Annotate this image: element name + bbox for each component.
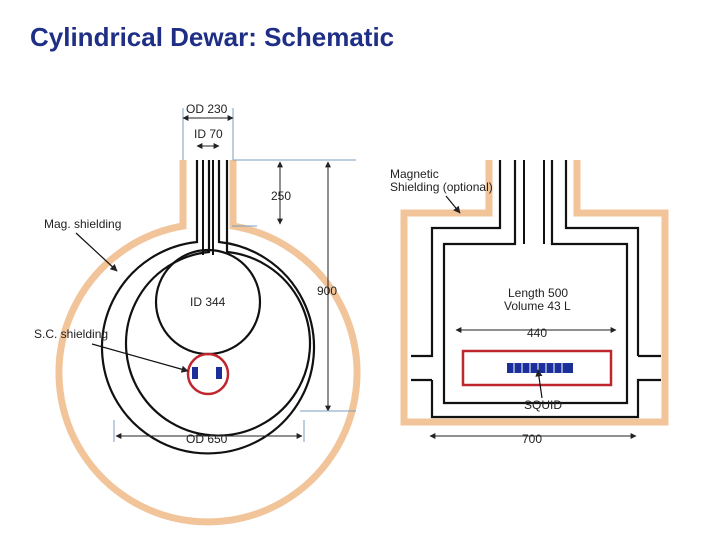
squid-array bbox=[507, 363, 573, 373]
side-outer-shield bbox=[400, 160, 669, 426]
sc-shielding-ring bbox=[186, 352, 230, 396]
magnetic-shielding-leader bbox=[445, 195, 461, 214]
label-250: 250 bbox=[271, 189, 291, 203]
squid-leader bbox=[535, 369, 543, 399]
side-inner-vessel bbox=[442, 160, 629, 405]
outer-magnetic-shield bbox=[55, 160, 361, 526]
label-700: 700 bbox=[522, 432, 542, 446]
label-id70: ID 70 bbox=[194, 127, 223, 141]
mag-shielding-leader bbox=[75, 232, 118, 272]
label-squid: SQUID bbox=[524, 398, 562, 412]
label-900: 900 bbox=[317, 284, 337, 298]
label-volume: Volume 43 L bbox=[504, 299, 571, 313]
label-440: 440 bbox=[527, 326, 547, 340]
label-od650: OD 650 bbox=[186, 432, 228, 446]
label-magnetic: Magnetic bbox=[390, 167, 439, 181]
label-id344: ID 344 bbox=[190, 295, 226, 309]
label-shielding-optional: Shielding (optional) bbox=[390, 180, 493, 194]
side-outer-vessel bbox=[411, 160, 661, 419]
squid-box bbox=[461, 349, 613, 387]
label-od230: OD 230 bbox=[186, 102, 228, 116]
squid-sensor-right bbox=[216, 367, 222, 379]
page-title: Cylindrical Dewar: Schematic bbox=[30, 22, 395, 52]
squid-sensor-left bbox=[192, 367, 198, 379]
label-mag-shielding: Mag. shielding bbox=[44, 217, 121, 231]
label-sc-shielding: S.C. shielding bbox=[34, 327, 108, 341]
sc-shielding-leader bbox=[91, 343, 189, 373]
cross-section-view bbox=[55, 108, 361, 526]
outer-vessel bbox=[100, 160, 316, 455]
side-section-view bbox=[400, 160, 669, 439]
label-length: Length 500 bbox=[508, 286, 568, 300]
